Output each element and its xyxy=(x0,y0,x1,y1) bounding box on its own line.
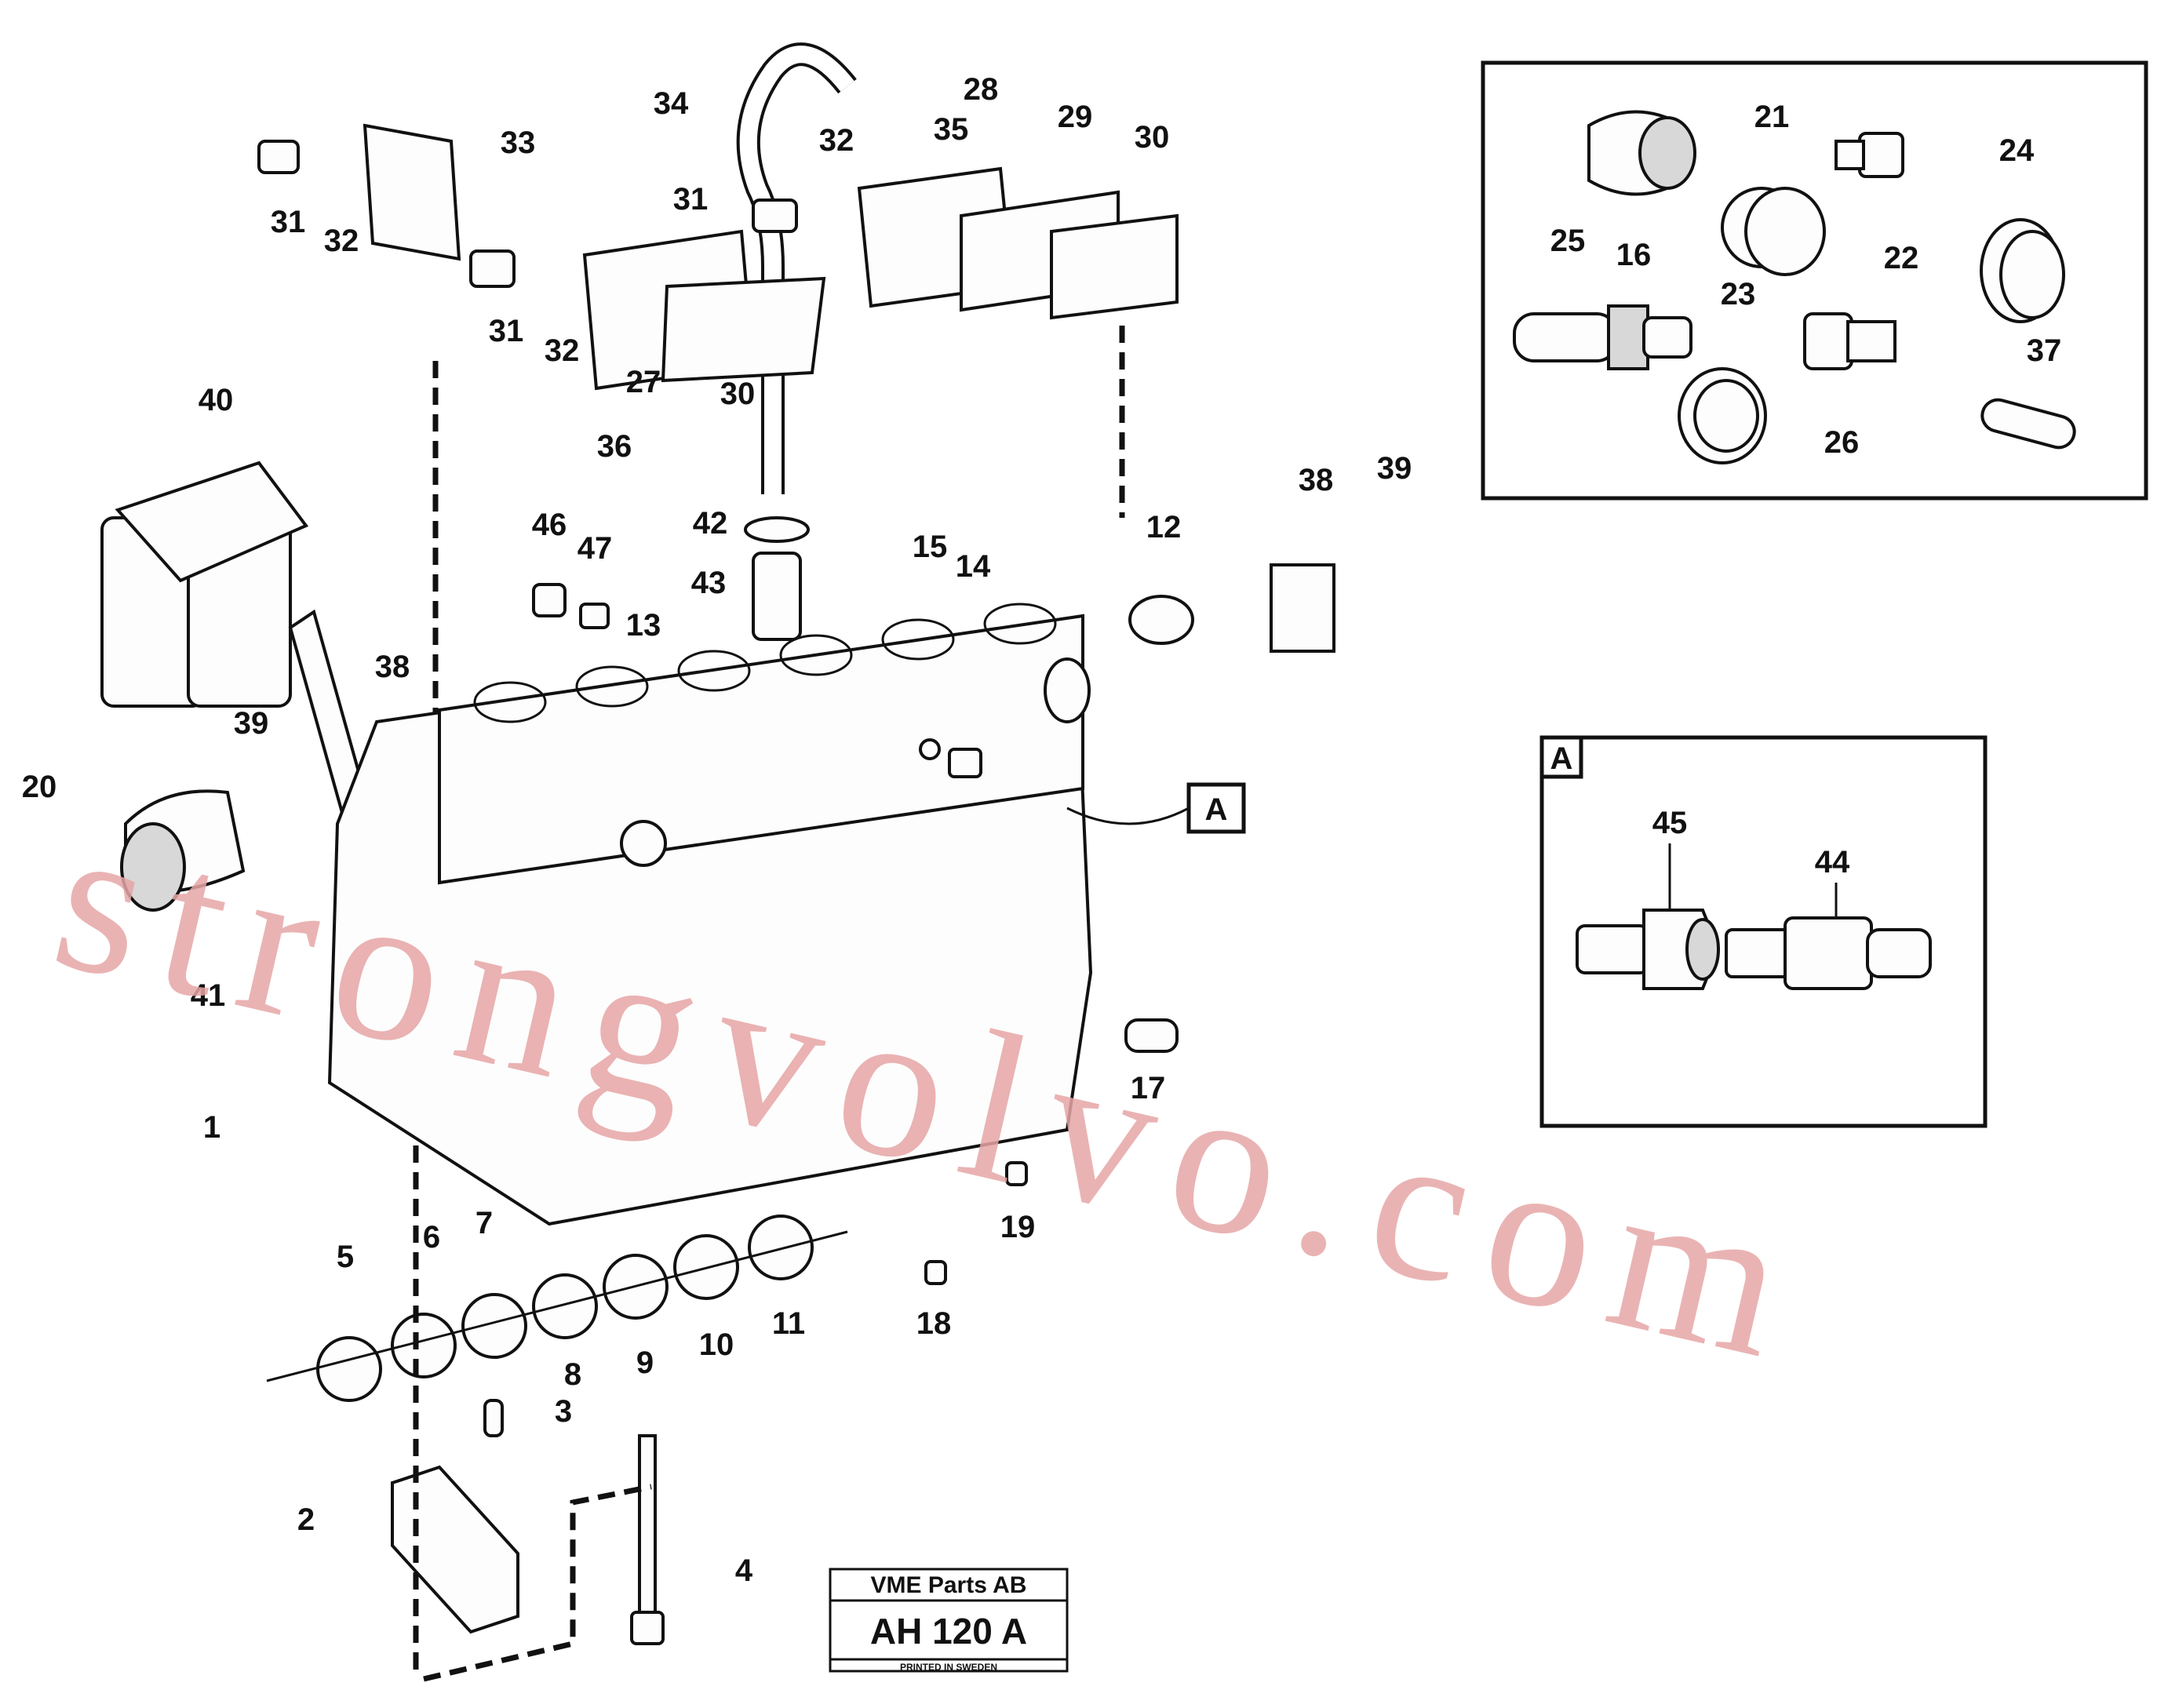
callout-c27: 27 xyxy=(626,365,661,399)
part-12-sleeve xyxy=(1128,595,1194,645)
callout-c8: 8 xyxy=(564,1357,581,1392)
callout-c28: 28 xyxy=(964,72,999,107)
callout-c11: 11 xyxy=(772,1306,805,1341)
callout-c42: 42 xyxy=(693,506,728,541)
callout-c20: 20 xyxy=(22,770,57,804)
part-44-valve xyxy=(1725,916,1932,990)
part-33-cover xyxy=(363,123,461,261)
callout-c36: 36 xyxy=(597,429,632,464)
bolt-dashed-path xyxy=(423,1484,652,1682)
callout-c7: 7 xyxy=(475,1206,493,1240)
callout-c32b: 32 xyxy=(819,123,854,158)
part-40-filter xyxy=(100,461,309,708)
part-23-washer xyxy=(1678,367,1767,464)
part-1-engine-block xyxy=(327,603,1093,1226)
callout-c9: 9 xyxy=(636,1346,654,1380)
part-25-sender xyxy=(1513,304,1692,370)
part-14-15-plug xyxy=(919,738,982,778)
callout-c38b: 38 xyxy=(375,650,410,684)
callout-c43: 43 xyxy=(691,566,727,600)
callout-c10: 10 xyxy=(699,1327,734,1362)
callout-c31b: 31 xyxy=(673,182,709,217)
callout-c3: 3 xyxy=(555,1394,572,1429)
part-18-19-plugs xyxy=(924,1161,1028,1285)
part-27-rocker-cover xyxy=(582,229,826,391)
callout-c46: 46 xyxy=(532,508,567,542)
callout-c45: 45 xyxy=(1652,806,1688,840)
section-ref-a: A xyxy=(1205,792,1228,827)
callout-c32a: 32 xyxy=(324,224,359,258)
callout-c44: 44 xyxy=(1815,845,1850,879)
callout-c47: 47 xyxy=(578,531,613,566)
callout-c39b: 39 xyxy=(234,706,269,741)
callout-c1: 1 xyxy=(203,1110,220,1145)
part-21-plug xyxy=(1721,187,1826,276)
callout-c14: 14 xyxy=(956,549,991,584)
callout-c34: 34 xyxy=(654,86,689,121)
callout-c33: 33 xyxy=(501,126,536,160)
part-37-pin xyxy=(1980,398,2076,450)
callout-c39a: 39 xyxy=(1377,451,1412,486)
callout-c24: 24 xyxy=(1999,133,2035,168)
part-46-47-plugs xyxy=(532,583,610,629)
callout-c31a: 31 xyxy=(271,205,306,239)
callout-c29: 29 xyxy=(1058,100,1093,134)
detail-box-a xyxy=(1539,735,1988,1128)
part-38-bracket xyxy=(288,563,1335,827)
callout-c4: 4 xyxy=(735,1553,753,1588)
callout-c23: 23 xyxy=(1721,277,1756,311)
callout-c30b: 30 xyxy=(720,377,756,411)
part-3-dowel xyxy=(483,1399,504,1437)
callout-c38a: 38 xyxy=(1299,463,1334,497)
callout-c17: 17 xyxy=(1131,1071,1166,1105)
callout-c32c: 32 xyxy=(545,333,580,368)
callout-c5: 5 xyxy=(337,1240,354,1274)
callout-c2: 2 xyxy=(297,1502,315,1537)
part-2-bearing-cap xyxy=(391,1465,519,1634)
part-16-sleeve xyxy=(1587,110,1696,196)
part-26-plug xyxy=(1803,312,1896,370)
part-45-adapter xyxy=(1576,909,1721,990)
callout-c19: 19 xyxy=(1000,1210,1036,1244)
part-42-43-hose xyxy=(744,516,810,641)
callout-c31c: 31 xyxy=(489,314,524,348)
part-30-gasket xyxy=(1050,213,1179,320)
callout-c37: 37 xyxy=(2027,333,2062,368)
part-22-bolt xyxy=(1835,132,1904,178)
section-ref-leader xyxy=(1066,807,1190,825)
title-code: AH 120 A xyxy=(870,1611,1027,1652)
detail-box-fittings xyxy=(1481,60,2148,501)
detail-a-tag-frame xyxy=(1539,735,1583,779)
callout-c25: 25 xyxy=(1550,224,1586,258)
callout-c22: 22 xyxy=(1884,241,1919,275)
bearing-axis xyxy=(266,1230,848,1382)
callout-c18: 18 xyxy=(916,1306,952,1341)
detail-a-tag: A xyxy=(1550,741,1573,776)
part-17-pin xyxy=(1124,1018,1179,1053)
title-block: VME Parts AB AH 120 A PRINTED IN SWEDEN xyxy=(829,1568,1069,1673)
part-34-breather-pipe xyxy=(736,42,857,494)
callout-c13: 13 xyxy=(626,608,661,643)
title-printed: PRINTED IN SWEDEN xyxy=(900,1662,997,1673)
callout-c35: 35 xyxy=(934,112,969,147)
callout-c16: 16 xyxy=(1616,238,1652,272)
callout-c12: 12 xyxy=(1146,510,1182,544)
title-company: VME Parts AB xyxy=(871,1572,1027,1598)
part-31-bolts xyxy=(257,140,798,288)
callout-c41: 41 xyxy=(191,978,226,1013)
part-41-elbow xyxy=(120,789,246,912)
callout-c15: 15 xyxy=(913,530,948,564)
callout-c30a: 30 xyxy=(1135,120,1170,155)
part-24-cap xyxy=(1980,218,2065,323)
callout-c6: 6 xyxy=(423,1220,440,1255)
callout-c21: 21 xyxy=(1754,100,1790,134)
part-4-bolt xyxy=(630,1434,665,1645)
callout-c40: 40 xyxy=(199,383,234,417)
callout-c26: 26 xyxy=(1824,425,1860,460)
